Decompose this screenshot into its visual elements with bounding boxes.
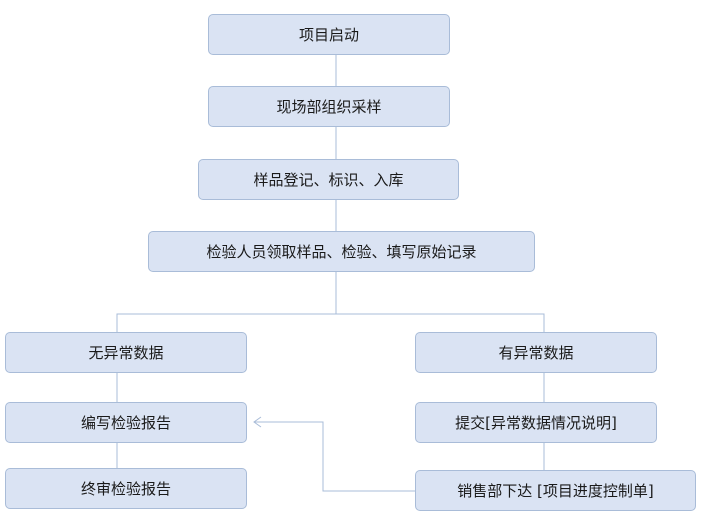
node-sample-registration: 样品登记、标识、入库 xyxy=(198,159,459,200)
node-label: 项目启动 xyxy=(298,26,359,44)
connector-inspection-branch-right xyxy=(336,313,545,332)
node-label: 检验人员领取样品、检验、填写原始记录 xyxy=(206,243,477,261)
node-label: 样品登记、标识、入库 xyxy=(253,171,404,189)
node-label: 终审检验报告 xyxy=(80,480,171,498)
node-write-report: 编写检验报告 xyxy=(5,402,247,443)
node-label: 编写检验报告 xyxy=(80,414,171,432)
node-label: 现场部组织采样 xyxy=(276,98,382,116)
node-label: 销售部下达 [项目进度控制单] xyxy=(457,482,654,500)
node-abnormal-data: 有异常数据 xyxy=(415,332,657,373)
connector-inspection-branch xyxy=(116,272,337,332)
node-final-review-report: 终审检验报告 xyxy=(5,468,247,509)
node-submit-abnormal-explanation: 提交[异常数据情况说明] xyxy=(415,402,657,443)
node-label: 有异常数据 xyxy=(498,344,574,362)
node-label: 提交[异常数据情况说明] xyxy=(455,414,617,432)
arrowhead-icon xyxy=(253,416,262,428)
node-sales-issue-control-sheet: 销售部下达 [项目进度控制单] xyxy=(415,470,696,511)
node-project-start: 项目启动 xyxy=(208,14,450,55)
node-label: 无异常数据 xyxy=(88,344,164,362)
node-site-sampling: 现场部组织采样 xyxy=(208,86,450,127)
connector-sales-to-report xyxy=(254,421,415,492)
node-inspection-process: 检验人员领取样品、检验、填写原始记录 xyxy=(148,231,535,272)
node-no-abnormal-data: 无异常数据 xyxy=(5,332,247,373)
